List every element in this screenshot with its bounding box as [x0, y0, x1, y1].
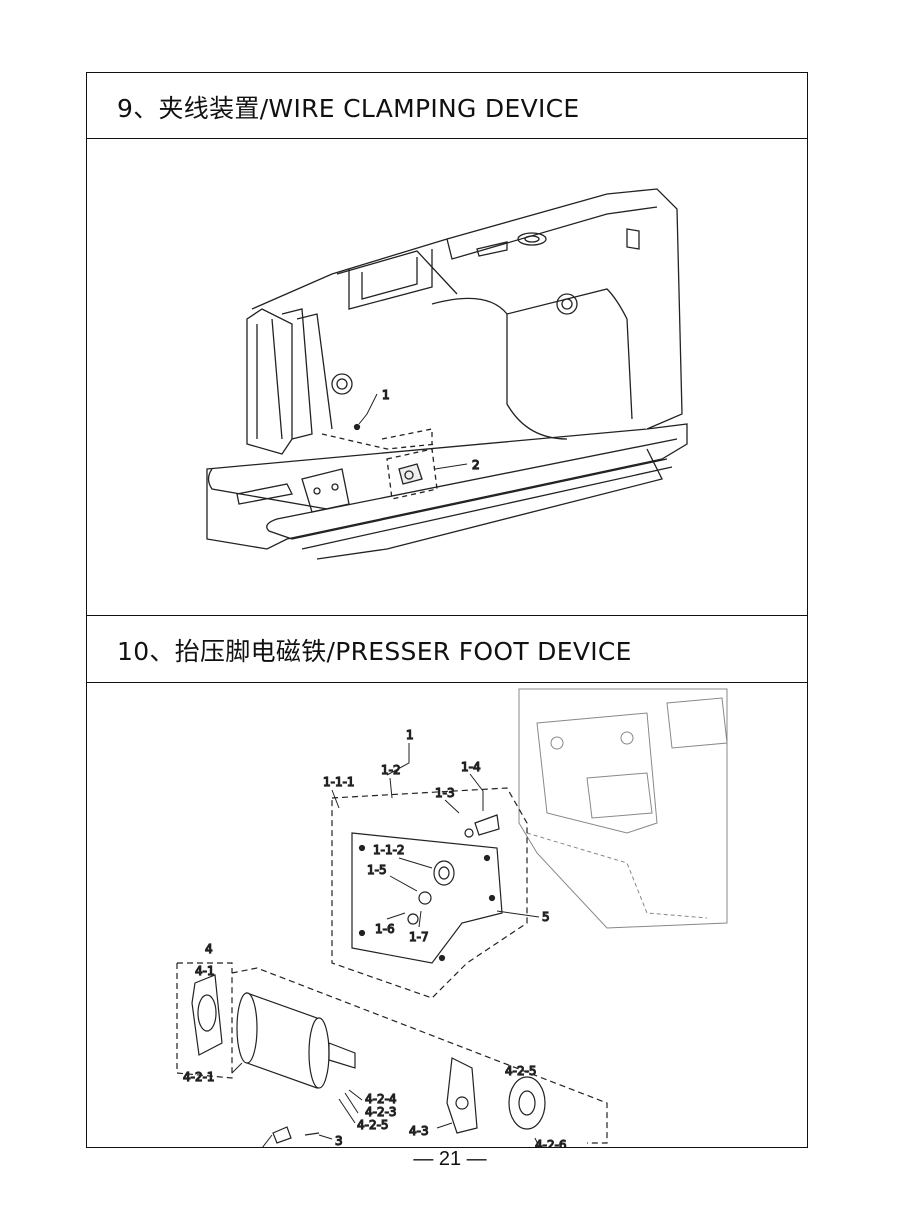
callout-1-5: 1-5	[367, 863, 387, 877]
callout-4-2-3: 4-2-3	[365, 1105, 397, 1119]
callout-1-1-2: 1-1-2	[373, 843, 405, 857]
section-10-header: 10、抬压脚电磁铁/PRESSER FOOT DEVICE	[87, 615, 807, 683]
callout-4-2-6: 4-2-6	[535, 1138, 567, 1147]
callout-1-1-1: 1-1-1	[323, 775, 355, 789]
callout-4-2-5-b: 4-2-5	[505, 1064, 537, 1078]
callout-4-1: 4-1	[195, 964, 215, 978]
callout-1-7: 1-7	[409, 930, 429, 944]
page-number-value: 21	[438, 1148, 462, 1170]
callout-5: 5	[542, 910, 550, 924]
page-frame: 9、夹线装置/WIRE CLAMPING DEVICE	[86, 72, 808, 1148]
wire-clamping-device-illustration: 1 2	[206, 188, 688, 560]
page-number: — 21 —	[413, 1148, 487, 1170]
presser-foot-device-illustration: 1 1-1-1 1-2 1-3 1-4 1-1-2 1-5 1-6 1-7 5 …	[176, 688, 728, 1147]
section-9-title: 9、夹线装置/WIRE CLAMPING DEVICE	[117, 94, 580, 123]
callout-2: 2	[472, 458, 480, 472]
callout-3: 3	[335, 1134, 343, 1147]
callout-1: 1	[382, 388, 390, 402]
callout-4-3: 4-3	[409, 1124, 429, 1138]
callout-4-2-5-a: 4-2-5	[357, 1118, 389, 1132]
callout-1-6: 1-6	[375, 922, 395, 936]
callout-1: 1	[406, 728, 414, 742]
callout-4: 4	[205, 942, 213, 956]
callout-1-4: 1-4	[461, 760, 481, 774]
callout-1-2: 1-2	[381, 763, 401, 777]
callout-1-3: 1-3	[435, 786, 455, 800]
callout-4-2-4: 4-2-4	[365, 1092, 397, 1106]
callout-4-2-1: 4-2-1	[183, 1070, 215, 1084]
section-10-title: 10、抬压脚电磁铁/PRESSER FOOT DEVICE	[117, 637, 632, 666]
section-9-header: 9、夹线装置/WIRE CLAMPING DEVICE	[87, 73, 807, 139]
